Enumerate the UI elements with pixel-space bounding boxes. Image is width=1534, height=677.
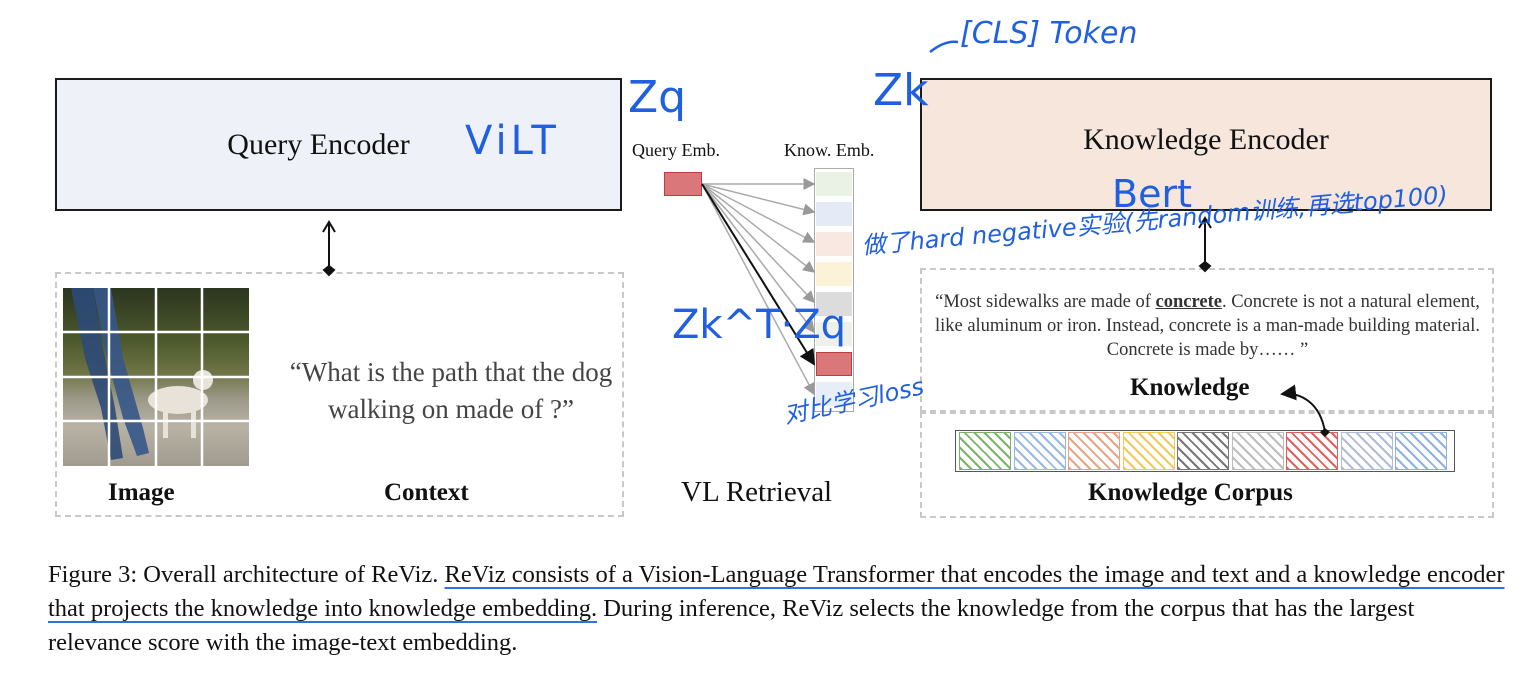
corpus-item: [1068, 432, 1120, 470]
corpus-item: [1340, 432, 1393, 470]
cls-token-annotation: [CLS] Token: [960, 16, 1138, 51]
passage-pre: “Most sidewalks are made of: [935, 292, 1156, 312]
selected-arrow: [701, 183, 816, 366]
knowledge-corpus-panel: [920, 412, 1494, 518]
zk-annotation: Zk: [873, 65, 929, 116]
input-panel: [55, 272, 624, 517]
knowledge-corpus-strip: [955, 430, 1455, 472]
know-emb-label: Know. Emb.: [784, 140, 875, 160]
gray-arrows: [701, 178, 816, 396]
knowledge-embedding-cell: [816, 322, 852, 346]
caption-prefix: Figure 3: Overall architecture of ReViz.: [48, 561, 445, 588]
figure-caption: Figure 3: Overall architecture of ReViz.…: [48, 558, 1508, 660]
knowledge-embedding-column: [814, 168, 854, 412]
query-connector: [322, 220, 336, 277]
knowledge-encoder-box: Knowledge Encoder: [920, 78, 1492, 211]
score-annotation: Zk^T·Zq: [672, 302, 847, 348]
zq-annotation: Zq: [628, 72, 687, 123]
context-label: Context: [384, 479, 469, 506]
knowledge-connector: [1198, 216, 1212, 273]
knowledge-embedding-cell: [816, 292, 852, 316]
knowledge-corpus-label: Knowledge Corpus: [1088, 479, 1293, 506]
vilt-annotation: ViLT: [465, 118, 560, 164]
corpus-item: [1013, 432, 1066, 470]
caption-suffix: During inference, ReViz selects the know…: [48, 595, 1415, 656]
corpus-item: [1395, 432, 1447, 470]
query-encoder-box: Query Encoder: [55, 78, 622, 211]
knowledge-label: Knowledge: [1130, 374, 1250, 401]
caption-underlined: ReViz consists of a Vision-Language Tran…: [48, 561, 1505, 622]
corpus-item: [1231, 432, 1284, 470]
bert-annotation: Bert: [1112, 172, 1192, 216]
passage-post: . Concrete is not a natural element, lik…: [934, 292, 1481, 360]
vl-retrieval-label: VL Retrieval: [681, 476, 833, 508]
image-content: [63, 288, 249, 466]
corpus-item: [959, 432, 1011, 470]
query-encoder-label: Query Encoder: [227, 127, 410, 161]
knowledge-embedding-cell: [816, 382, 852, 406]
corpus-item: [1286, 432, 1338, 470]
image-label: Image: [108, 479, 175, 506]
query-emb-label: Query Emb.: [632, 140, 720, 160]
corpus-item: [1122, 432, 1175, 470]
query-embedding: [664, 172, 702, 196]
question-text: “What is the path that the dog walking o…: [289, 357, 613, 424]
input-image: [63, 288, 249, 466]
knowledge-passage: “Most sidewalks are made of concrete. Co…: [930, 290, 1485, 362]
knowledge-encoder-label: Knowledge Encoder: [1083, 122, 1329, 156]
corpus-item: [1177, 432, 1229, 470]
knowledge-embedding-cell: [816, 172, 852, 196]
knowledge-embedding-cell: [816, 232, 852, 256]
knowledge-embedding-cell: [816, 262, 852, 286]
passage-keyword: concrete: [1155, 292, 1222, 312]
knowledge-embedding-cell: [816, 202, 852, 226]
corpus-to-knowledge-arrow: [1280, 384, 1326, 433]
knowledge-embedding-cell: [816, 352, 852, 376]
